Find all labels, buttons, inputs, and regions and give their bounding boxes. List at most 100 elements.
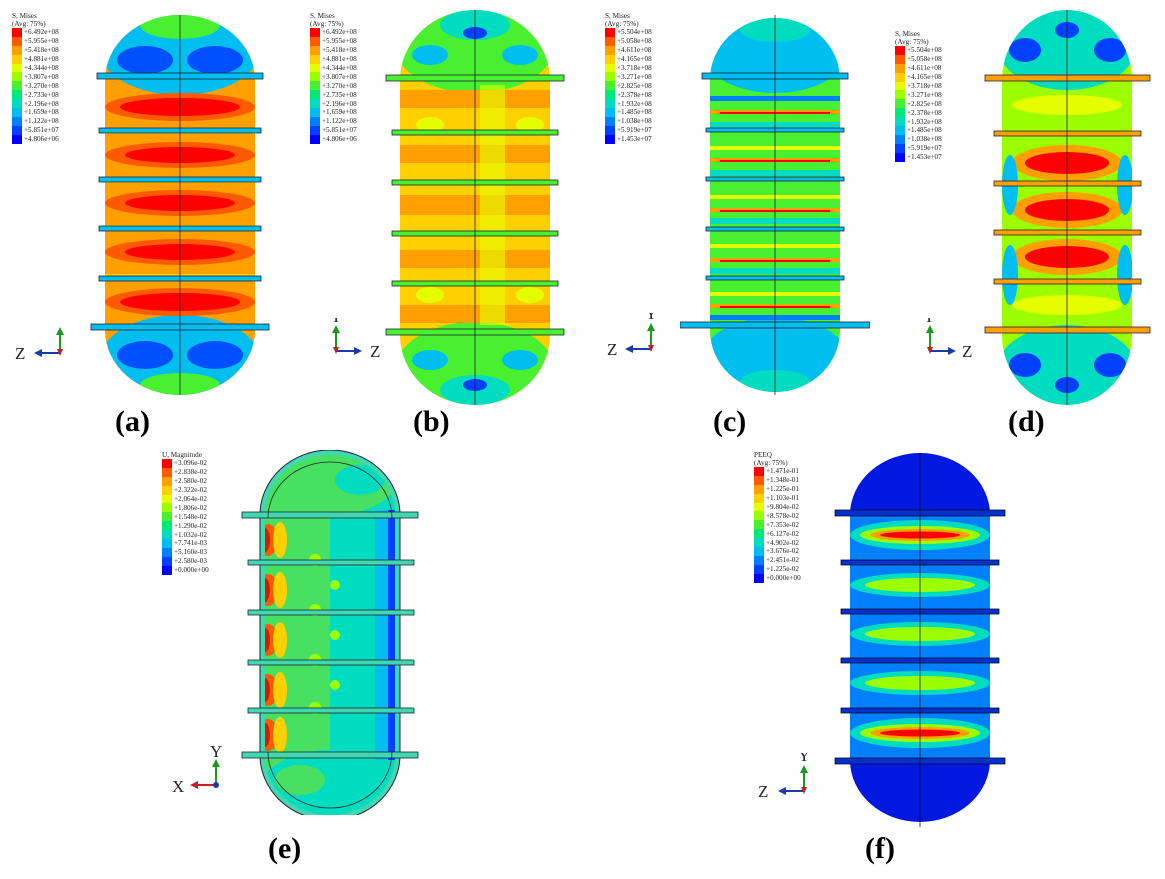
legend-entry: +2.580e-02 <box>162 476 209 486</box>
legend-value: +2.064e-02 <box>174 495 207 503</box>
legend-swatch <box>12 54 22 64</box>
legend-swatch <box>895 126 905 135</box>
legend-entry: +2.378e+08 <box>895 108 942 118</box>
legend-value: +1.932e+08 <box>907 117 942 126</box>
legend-value: +3.270e+08 <box>24 81 59 90</box>
legend-swatch <box>605 99 615 109</box>
legend-entry: +7.353e-02 <box>754 520 801 530</box>
legend-entry: +2.825e+08 <box>605 81 652 91</box>
legend-value: +4.611e+08 <box>617 46 652 55</box>
legend-title-line2: (Avg: 75%) <box>605 20 639 28</box>
legend-swatch <box>12 116 22 126</box>
legend-value: +4.881e+08 <box>24 55 59 64</box>
legend-value: +1.659e+08 <box>24 108 59 117</box>
axis-label-y: Y <box>798 753 810 765</box>
legend-value: +5.504e+08 <box>617 28 652 37</box>
axis-label-y: Y <box>645 313 657 323</box>
legend-entry: +2.064e-02 <box>162 494 209 504</box>
legend-swatch <box>754 529 764 539</box>
legend-entry: +1.548e-02 <box>162 512 209 522</box>
legend-value: +3.718e+08 <box>617 64 652 72</box>
legend-entry: +2.322e-02 <box>162 485 209 495</box>
legend-title-line1: S, Mises <box>310 12 335 20</box>
legend-value: +2.580e-03 <box>174 557 207 566</box>
axis-label-z: Z <box>607 340 617 358</box>
legend-value: +1.453e+07 <box>907 153 942 162</box>
legend-title-line1: S, Mises <box>895 30 920 38</box>
vessel-c <box>680 15 870 395</box>
legend-swatch <box>162 503 172 513</box>
legend-entry: +2.196e+08 <box>12 99 59 109</box>
legend-entry: +2.378e+08 <box>605 90 652 100</box>
legend-swatch <box>310 45 320 55</box>
legend-swatch <box>605 28 615 37</box>
legend-entry: +3.676e-02 <box>754 547 801 556</box>
legend-value: +6.492e+08 <box>24 28 59 37</box>
legend-entry: +5.418e+08 <box>310 45 357 55</box>
legend-value: +0.000e+00 <box>174 566 209 575</box>
legend-entry: +1.225e-02 <box>754 564 801 574</box>
legend-entry: +2.451e-02 <box>754 555 801 565</box>
legend-entry: +4.344e+08 <box>310 63 357 73</box>
legend-entry: +1.348e-01 <box>754 475 801 485</box>
legend-swatch <box>310 54 320 64</box>
legend-value: +3.676e-02 <box>766 547 799 556</box>
legend-title-line1: S, Mises <box>12 12 37 20</box>
legend-swatch <box>12 134 22 144</box>
legend-entry: +1.471e-01 <box>754 467 801 476</box>
panel-b: S, Mises (Avg: 75%) +6.492e+08+5.955e+08… <box>290 0 580 445</box>
legend-a: S, Mises (Avg: 75%) +6.492e+08+5.955e+08… <box>12 12 59 144</box>
legend-value: +5.418e+08 <box>24 46 59 55</box>
legend-entry: +1.932e+08 <box>605 99 652 109</box>
legend-entry: +1.038e+08 <box>605 116 652 126</box>
legend-swatch <box>605 45 615 55</box>
legend-title-line1: PEEQ <box>754 451 772 459</box>
legend-swatch <box>310 99 320 109</box>
legend-swatch <box>162 494 172 504</box>
legend-swatch <box>605 116 615 126</box>
legend-value: +1.806e-02 <box>174 503 207 512</box>
legend-swatch <box>754 564 764 574</box>
legend-swatch <box>605 63 615 73</box>
legend-entry: +1.122e+08 <box>310 116 357 126</box>
legend-swatch <box>162 521 172 531</box>
legend-entry: +1.659e+08 <box>12 108 59 117</box>
legend-swatch <box>162 459 172 468</box>
legend-entry: +3.270e+08 <box>12 81 59 91</box>
legend-swatch <box>162 512 172 522</box>
legend-swatch <box>754 493 764 503</box>
legend-entry: +5.955e+08 <box>310 36 357 46</box>
legend-entry: +2.196e+08 <box>310 99 357 109</box>
legend-entry: +5.058e+08 <box>605 36 652 46</box>
legend-value: +2.735e+08 <box>322 90 357 99</box>
caption-e: (e) <box>268 832 302 865</box>
vessel-f <box>834 453 1006 827</box>
legend-entry: +3.807e+08 <box>12 72 59 82</box>
legend-entry: +1.103e-01 <box>754 493 801 503</box>
caption-f: (f) <box>865 832 895 865</box>
legend-swatch <box>895 108 905 118</box>
legend-title-line1: U, Magnitude <box>162 451 202 459</box>
axis-triad-b: Y Z <box>330 318 380 361</box>
legend-e: U, Magnitude +3.096e-02+2.838e-02+2.580e… <box>162 451 209 575</box>
legend-entry: +4.165e+08 <box>895 72 942 82</box>
axis-label-y: Y <box>210 743 222 761</box>
legend-swatch <box>12 72 22 82</box>
legend-entry: +3.096e-02 <box>162 459 209 468</box>
legend-swatch <box>162 556 172 566</box>
legend-swatch <box>605 72 615 82</box>
legend-value: +1.225e-01 <box>766 485 799 494</box>
legend-swatch <box>605 125 615 135</box>
legend-swatch <box>605 108 615 117</box>
legend-entry: +1.122e+08 <box>12 116 59 126</box>
legend-value: +3.718e+08 <box>907 82 942 90</box>
legend-entry: +3.271e+08 <box>895 90 942 100</box>
legend-swatch <box>162 539 172 548</box>
legend-entry: +9.804e-02 <box>754 502 801 512</box>
legend-value: +9.804e-02 <box>766 503 799 511</box>
legend-value: +1.453e+07 <box>617 135 652 144</box>
legend-swatch <box>605 81 615 91</box>
legend-value: +2.322e-02 <box>174 486 207 495</box>
legend-value: +5.955e+08 <box>24 37 59 46</box>
legend-swatch <box>310 108 320 117</box>
